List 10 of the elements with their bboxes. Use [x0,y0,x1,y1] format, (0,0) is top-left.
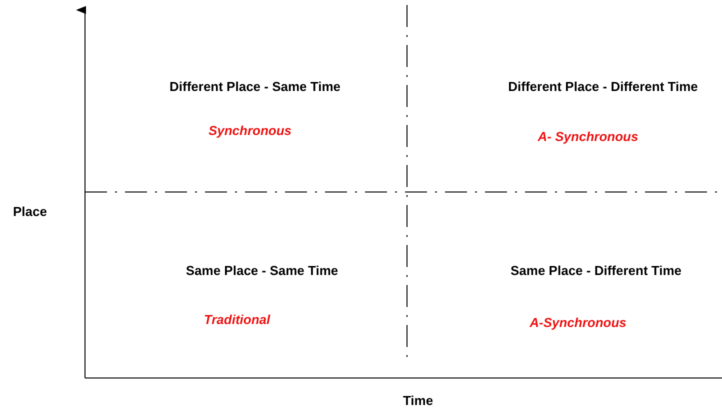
quadrant-category: A- Synchronous [538,130,638,144]
quadrant-heading: Same Place - Different Time [510,264,682,278]
quadrant-category: Traditional [204,312,270,328]
quadrant-heading: Different Place - Different Time [508,80,698,94]
axis-label: Time [402,394,434,408]
quadrant-heading: Same Place - Same Time [186,264,338,278]
quadrant-category: Synchronous [208,124,292,138]
quadrant-heading: Different Place - Same Time [170,80,340,94]
axis-label: Place [13,204,47,220]
quadrant-category: A-Synchronous [530,316,626,330]
